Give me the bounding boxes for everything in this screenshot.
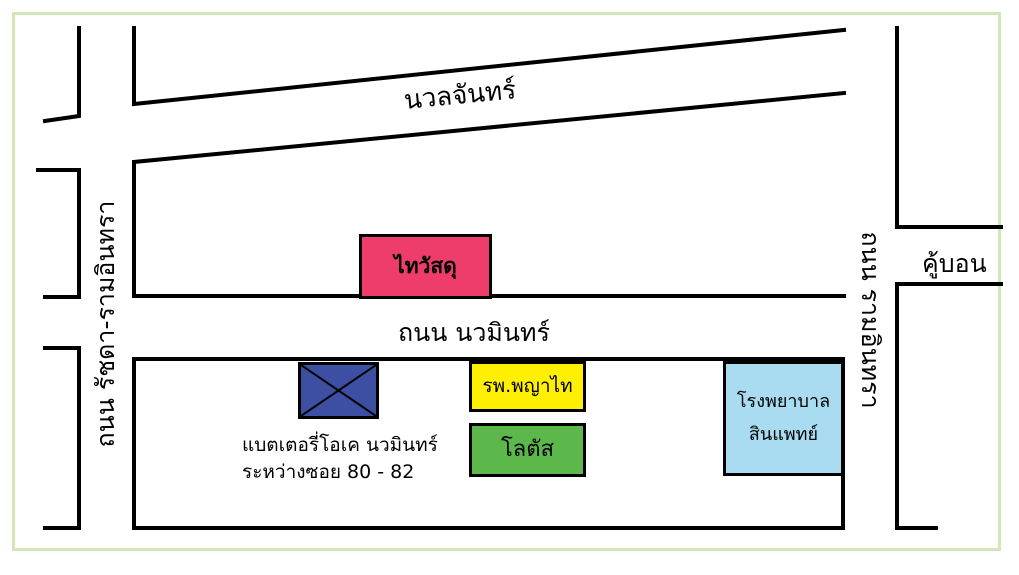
place-battery-shop [298, 362, 379, 419]
place-lotus: โลตัส [469, 423, 586, 477]
place-sinphaet-label-line1: โรงพยาบาล [736, 391, 831, 413]
road-label-ramintra: ถนน รามอินทรา [856, 231, 885, 409]
place-sinphaet-label-line2: สินแพทย์ [748, 423, 819, 445]
place-phyathai-hospital-label: รพ.พญาไท [482, 374, 573, 397]
place-phyathai-hospital: รพ.พญาไท [469, 361, 586, 412]
road-edge-left-middle [36, 168, 81, 299]
road-edge-nawamin-south [132, 357, 845, 530]
road-edge-nawalchan-upper [132, 26, 847, 107]
place-thaiwatsadu-label: ไทวัสดุ [394, 254, 457, 279]
battery-shop-cross-icon [301, 365, 376, 416]
battery-shop-location: ระหว่างซอย 80 - 82 [242, 461, 415, 483]
map-frame [12, 12, 1001, 551]
road-label-ratchada-ramintra: ถนน รัชดา-รามอินทรา [91, 200, 120, 448]
place-sinphaet-hospital: โรงพยาบาล สินแพทย์ [723, 361, 844, 476]
road-edge-left-bottom [43, 346, 81, 530]
road-label-nawamin: ถนน นวมินทร์ [398, 318, 550, 347]
road-edge-left-top [42, 26, 81, 124]
road-edge-right-lower [895, 282, 1003, 530]
place-thaiwatsadu: ไทวัสดุ [359, 234, 492, 299]
place-lotus-label: โลตัส [500, 437, 554, 463]
battery-shop-name: แบตเตอรี่โอเค นวมินทร์ [242, 434, 438, 456]
road-edge-right-upper [895, 26, 1003, 229]
road-label-khubon: คู้บอน [922, 249, 987, 278]
